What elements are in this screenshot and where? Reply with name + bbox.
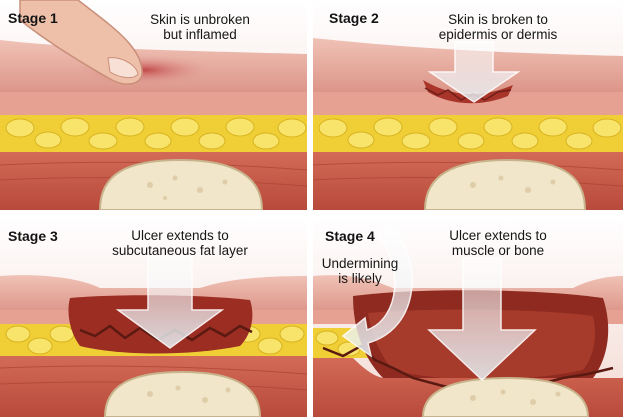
stage-3-panel: Stage 3 Ulcer extends to subcutaneous fa… xyxy=(0,218,307,417)
stage-4-note: Undermining is likely xyxy=(315,256,405,286)
stage-2-caption-line-1: Skin is broken to xyxy=(423,12,573,27)
stage-2-caption: Skin is broken to epidermis or dermis xyxy=(423,12,573,42)
stage-2-label: Stage 2 xyxy=(329,10,379,26)
stage-1-caption-line-1: Skin is unbroken xyxy=(130,12,270,27)
stage-4-caption-line-1: Ulcer extends to xyxy=(433,228,563,243)
stage-4-label: Stage 4 xyxy=(325,228,375,244)
stage-4-caption: Ulcer extends to muscle or bone xyxy=(433,228,563,258)
stage-4-note-line-2: is likely xyxy=(315,271,405,286)
stage-1-caption: Skin is unbroken but inflamed xyxy=(130,12,270,42)
stage-1-caption-line-2: but inflamed xyxy=(130,27,270,42)
stage-4-note-line-1: Undermining xyxy=(315,256,405,271)
stage-2-panel: Stage 2 Skin is broken to epidermis or d… xyxy=(313,0,623,210)
stage-3-caption-line-2: subcutaneous fat layer xyxy=(95,243,265,258)
stage-4-panel: Stage 4 Ulcer extends to muscle or bone … xyxy=(313,218,623,417)
stage-2-caption-line-2: epidermis or dermis xyxy=(423,27,573,42)
stage-3-caption: Ulcer extends to subcutaneous fat layer xyxy=(95,228,265,258)
dermis-layer xyxy=(0,92,307,115)
stage-1-panel: Stage 1 Skin is unbroken but inflamed xyxy=(0,0,307,210)
stage-4-caption-line-2: muscle or bone xyxy=(433,243,563,258)
stage-3-caption-line-1: Ulcer extends to xyxy=(95,228,265,243)
stage-3-label: Stage 3 xyxy=(8,228,58,244)
stage-1-label: Stage 1 xyxy=(8,10,58,26)
